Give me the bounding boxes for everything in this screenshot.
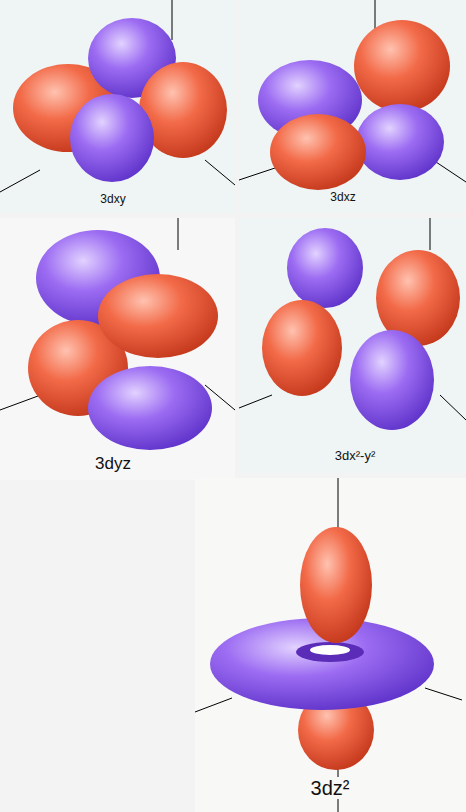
panel bbox=[239, 0, 466, 213]
dxz-orbital bbox=[239, 0, 466, 190]
orbital-label: 3dxz bbox=[328, 191, 357, 204]
orbital-label: 3dz² bbox=[309, 777, 352, 799]
panel bbox=[0, 218, 235, 480]
dyz-orbital bbox=[0, 218, 235, 450]
dx2-y2-orbital bbox=[239, 218, 466, 430]
dxy-orbital bbox=[0, 0, 235, 192]
panel bbox=[0, 0, 235, 213]
panel bbox=[239, 218, 466, 473]
orbital-label: 3dyz bbox=[93, 455, 133, 474]
dz2-orbital bbox=[195, 478, 462, 812]
panel bbox=[195, 478, 466, 812]
orbital-label: 3dxy bbox=[98, 193, 127, 206]
orbital-label: 3dx²-y² bbox=[333, 449, 377, 463]
